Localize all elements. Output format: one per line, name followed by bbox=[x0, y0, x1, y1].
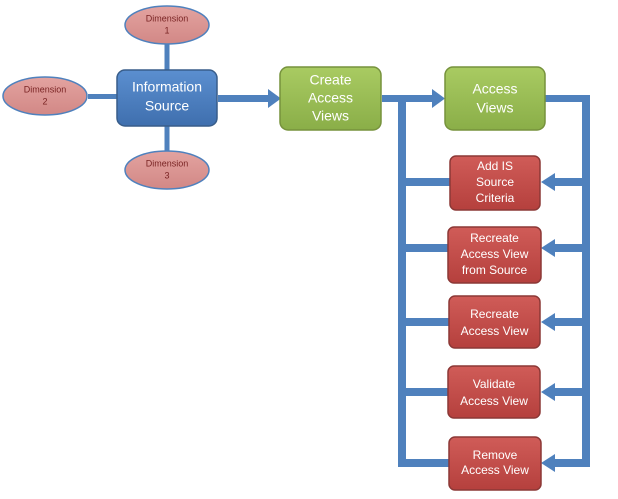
action-recreate-access-view: Recreate Access View bbox=[448, 295, 541, 349]
action-3-label-line1: Recreate bbox=[470, 307, 519, 321]
access-views-label-line2: Views bbox=[476, 100, 513, 116]
action-4-label-line2: Access View bbox=[460, 394, 528, 408]
information-source-label-line1: Information bbox=[132, 79, 202, 95]
left-feed-bus bbox=[398, 95, 450, 467]
action-5-label-line2: Access View bbox=[461, 463, 529, 477]
action-validate-access-view: Validate Access View bbox=[447, 365, 541, 419]
action-4-label-line1: Validate bbox=[473, 377, 516, 391]
create-access-views-label-line1: Create bbox=[309, 72, 351, 88]
action-recreate-access-view-from-source: Recreate Access View from Source bbox=[447, 226, 542, 284]
information-source-node: Information Source bbox=[116, 69, 218, 127]
dimension-1-connector bbox=[164, 44, 170, 72]
dimension-3-label-line2: 3 bbox=[164, 170, 169, 180]
action-remove-access-view: Remove Access View bbox=[448, 436, 542, 491]
action-5-label-line1: Remove bbox=[473, 448, 518, 462]
create-access-views-label-line3: Views bbox=[312, 108, 349, 124]
action-1-label-line2: Source bbox=[476, 175, 514, 189]
dimension-3-connector bbox=[164, 126, 170, 154]
dimension-2-connector bbox=[88, 94, 118, 99]
create-access-views-label-line2: Access bbox=[308, 90, 353, 106]
action-2-label-line2: Access View bbox=[461, 247, 529, 261]
dimension-2-label-line2: 2 bbox=[42, 96, 47, 106]
action-1-label-line3: Criteria bbox=[476, 191, 515, 205]
dimension-3-label-line1: Dimension bbox=[146, 158, 189, 168]
access-views-node: Access Views bbox=[444, 66, 546, 131]
arrow-create-to-access bbox=[382, 89, 445, 108]
access-views-label-line1: Access bbox=[472, 81, 517, 97]
dimension-1: Dimension 1 bbox=[124, 5, 210, 45]
information-source-label-line2: Source bbox=[145, 98, 190, 114]
create-access-views-node: Create Access Views bbox=[279, 66, 382, 131]
dimension-3: Dimension 3 bbox=[124, 150, 210, 190]
action-3-label-line2: Access View bbox=[461, 324, 529, 338]
dimension-1-label-line2: 1 bbox=[164, 25, 169, 35]
action-1-label-line1: Add IS bbox=[477, 159, 513, 173]
action-2-label-line3: from Source bbox=[462, 263, 528, 277]
dimension-2: Dimension 2 bbox=[2, 76, 88, 116]
action-2-label-line1: Recreate bbox=[470, 231, 519, 245]
dimension-1-label-line1: Dimension bbox=[146, 13, 189, 23]
dimension-2-label-line1: Dimension bbox=[24, 84, 67, 94]
right-return-bus bbox=[541, 95, 590, 472]
arrow-source-to-create bbox=[218, 89, 281, 108]
dimension-connectors bbox=[88, 44, 170, 154]
action-add-is-source-criteria: Add IS Source Criteria bbox=[449, 155, 541, 211]
